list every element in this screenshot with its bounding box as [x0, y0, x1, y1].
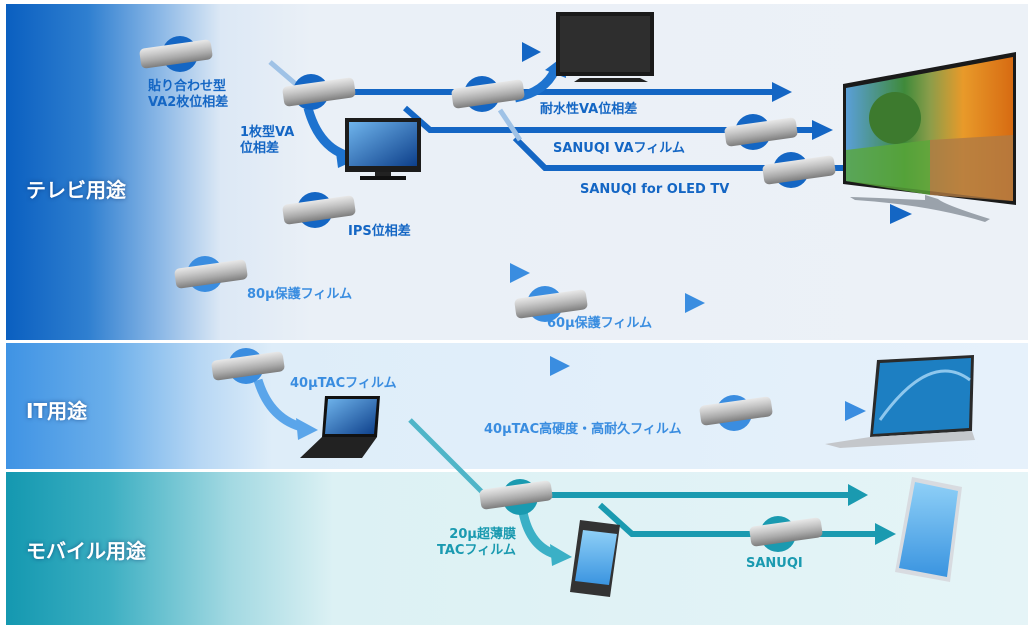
film-roll-icon	[211, 348, 285, 384]
arrowhead	[685, 293, 705, 313]
film-roll-icon	[451, 76, 525, 112]
arrowhead	[848, 484, 868, 506]
arrowhead	[550, 356, 570, 376]
label-protect-80: 80μ保護フィルム	[247, 287, 353, 302]
film-roll-icon	[479, 479, 553, 515]
arrowhead	[812, 120, 833, 140]
label-tac20: 20μ超薄膜 TACフィルム	[437, 527, 516, 558]
arrowhead	[510, 263, 530, 283]
section-it-label: IT用途	[26, 399, 88, 423]
flow-sanuqi-oled	[512, 135, 855, 171]
label-va-waterproof: 耐水性VA位相差	[540, 102, 638, 117]
arrowhead	[550, 544, 572, 566]
flow-sanuqi-mobile	[597, 502, 880, 537]
tv-large-image-icon	[843, 52, 1016, 222]
arrowhead	[772, 82, 792, 102]
arrowhead	[890, 204, 912, 224]
label-va2-bonded: 貼り合わせ型 VA2枚位相差	[148, 79, 229, 110]
film-roll-icon	[762, 152, 836, 188]
label-ips: IPS位相差	[348, 224, 411, 239]
tv-flat-panel-icon	[556, 12, 654, 82]
section-mobile-label: モバイル用途	[26, 539, 146, 563]
flow-sanuqi-va	[403, 105, 815, 133]
film-rolls	[139, 36, 836, 552]
film-roll-icon	[724, 114, 798, 150]
label-sanuqi-oled: SANUQI for OLED TV	[580, 182, 730, 197]
label-sanuqi-mobile: SANUQI	[746, 556, 803, 571]
laptop-silver-icon	[825, 355, 975, 448]
film-roll-icon	[282, 192, 356, 228]
label-sanuqi-va: SANUQI VAフィルム	[553, 141, 685, 156]
arrowhead	[296, 418, 318, 440]
film-roll-icon	[282, 74, 356, 110]
film-roll-icon	[139, 36, 213, 72]
label-protect-60: 60μ保護フィルム	[547, 316, 653, 331]
label-tac40: 40μTACフィルム	[290, 376, 397, 391]
tv-classic-icon	[345, 118, 421, 180]
flow-it-to-mobile	[408, 418, 487, 497]
smartphone-large-icon	[895, 477, 962, 582]
arrowhead	[875, 523, 896, 545]
laptop-black-icon	[300, 396, 380, 458]
film-roll-icon	[174, 256, 248, 292]
film-roll-icon	[514, 286, 588, 322]
arrowhead	[522, 42, 541, 62]
label-tac40-hard: 40μTAC高硬度・高耐久フィルム	[484, 422, 682, 437]
label-va-single: 1枚型VA 位相差	[240, 125, 295, 156]
smartphone-small-icon	[570, 520, 620, 597]
film-roll-icon	[699, 395, 773, 431]
section-tv-label: テレビ用途	[26, 178, 126, 202]
film-roll-icon	[749, 516, 823, 552]
arrowhead	[845, 401, 866, 421]
flow-sanuqi-oled-pale	[497, 108, 523, 142]
